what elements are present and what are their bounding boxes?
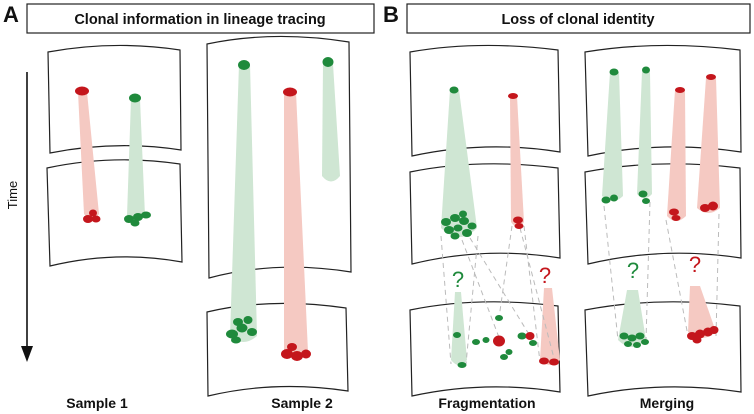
fragmentation-surface-middle <box>409 163 561 265</box>
fragmentation-red-founder-cell <box>508 93 518 99</box>
sample1-surface-bottom <box>46 159 183 267</box>
sample2-surface-bottom <box>206 302 349 397</box>
fragmentation-dashed-links <box>440 225 556 365</box>
sample1-red-cone <box>78 92 99 219</box>
fragmentation-red-question-mark: ? <box>539 263 551 288</box>
sample1-surface-top <box>47 44 182 154</box>
sample2-red-cone <box>284 92 308 357</box>
merging-red-clone-2 <box>700 201 718 212</box>
sample2-green-cone <box>230 64 257 342</box>
merging-dashed-links <box>603 201 720 341</box>
merging-merged-green-clone <box>619 332 649 348</box>
sample1-red-clone <box>83 209 101 223</box>
sample2-label: Sample 2 <box>271 395 333 411</box>
sample2-red-clone <box>281 343 311 361</box>
merging-surface-top <box>584 44 742 157</box>
fragmentation-red-clone <box>513 216 524 229</box>
merging-green-clone-2 <box>638 190 650 204</box>
time-arrow <box>21 72 33 362</box>
fragmentation-green-founder-cell <box>449 86 459 94</box>
merging-green-founder-cell-2 <box>642 66 650 74</box>
merging-red-clone-1 <box>669 208 681 221</box>
sample1-label: Sample 1 <box>66 395 128 411</box>
fragmentation-green-clone <box>441 210 477 240</box>
sample1-green-founder-cell <box>129 93 141 103</box>
fragmentation-scattered-cells <box>453 315 559 368</box>
sample2-green-founder-cell <box>238 60 250 70</box>
sample2-green-founder-cell-2 <box>322 57 334 67</box>
merging-merged-red-clone <box>687 326 719 344</box>
sample2-green-short-cone <box>322 64 340 182</box>
fragmentation-red-cone <box>510 96 524 227</box>
merging-lower-red-cone <box>688 286 716 338</box>
fragmentation-lower-red-cone <box>540 288 560 365</box>
merging-red-cone-2 <box>697 78 720 213</box>
merging-green-clone-1 <box>601 194 618 204</box>
merging-green-question-mark: ? <box>627 258 639 283</box>
merging-red-founder-cell-2 <box>706 74 716 80</box>
sample2-green-clone <box>226 316 257 344</box>
merging-red-question-mark: ? <box>689 252 701 277</box>
fragmentation-green-question-mark: ? <box>452 267 464 292</box>
panel-b-title: Loss of clonal identity <box>501 12 654 28</box>
panel-b-title-box: Loss of clonal identity <box>406 3 751 34</box>
sample2-red-founder-cell <box>283 87 297 97</box>
fragmentation-surface-top <box>409 44 561 157</box>
sample1-green-clone <box>124 211 151 227</box>
merging-surface-bottom <box>584 301 742 397</box>
fragmentation-green-cone <box>441 90 477 237</box>
panel-a-letter: A <box>3 2 19 27</box>
fragmentation-lower-green-cone <box>451 292 467 365</box>
sample1-red-founder-cell <box>75 86 89 96</box>
panel-a-title-box: Clonal information in lineage tracing <box>26 3 375 34</box>
merging-green-founder-cell-1 <box>609 68 619 76</box>
panel-b-letter: B <box>383 2 399 27</box>
fragmentation-surface-bottom <box>409 301 561 397</box>
sample1-green-cone <box>127 99 145 222</box>
merging-red-cone-1 <box>667 90 686 221</box>
merging-green-cone-2 <box>637 72 652 198</box>
merging-red-founder-cell-1 <box>675 87 685 93</box>
time-axis-label: Time <box>5 181 20 209</box>
merging-label: Merging <box>640 395 694 411</box>
fragmentation-label: Fragmentation <box>438 395 535 411</box>
panel-a-title: Clonal information in lineage tracing <box>74 12 325 28</box>
merging-green-cone-1 <box>602 72 623 201</box>
